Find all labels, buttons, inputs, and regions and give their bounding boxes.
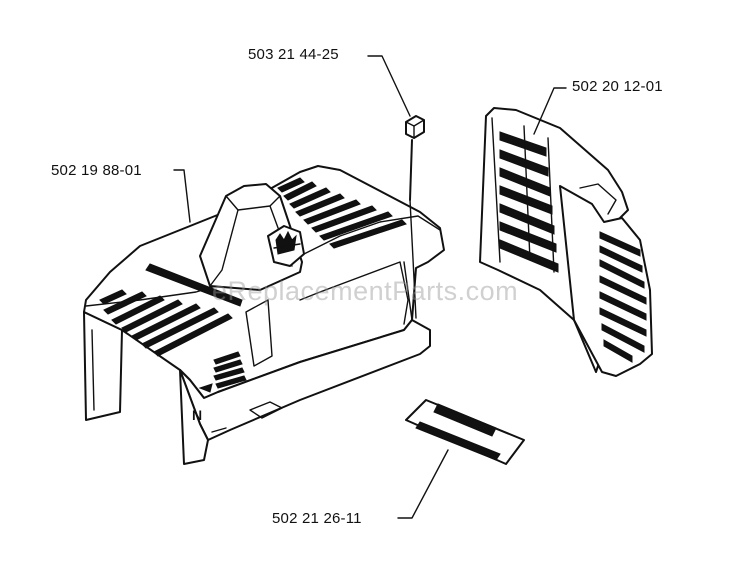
cylinder-cover-drawing[interactable]: N: [83, 165, 445, 465]
part-number-screw[interactable]: 503 21 44-25: [248, 46, 339, 63]
air-filter-grille-drawing[interactable]: [479, 107, 653, 377]
svg-text:N: N: [192, 407, 202, 423]
leader-line-decal: [397, 449, 449, 519]
part-number-cylinder-cover[interactable]: 502 19 88-01: [51, 162, 142, 179]
crown-logo-icon: [267, 225, 305, 267]
screw-drawing[interactable]: [405, 115, 425, 319]
part-number-air-filter-grille[interactable]: 502 20 12-01: [572, 78, 663, 95]
leader-line-cover: [173, 169, 191, 223]
decal-drawing[interactable]: [405, 399, 525, 465]
part-number-decal[interactable]: 502 21 26-11: [272, 510, 362, 527]
watermark-text: eReplacementParts.com: [212, 276, 519, 306]
leader-line-screw: [367, 55, 411, 117]
leader-line-grille: [533, 87, 567, 135]
